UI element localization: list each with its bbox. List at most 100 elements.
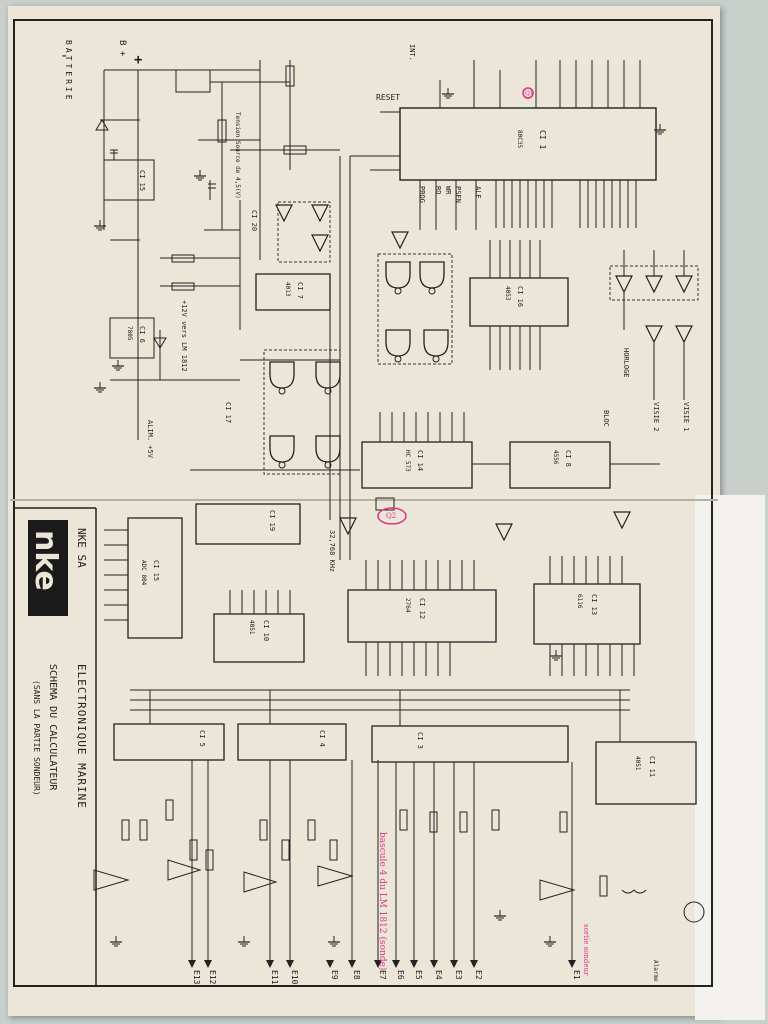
ci10-bus bbox=[229, 590, 291, 614]
svg-text:E2: E2 bbox=[474, 970, 483, 980]
svg-text:CI 16: CI 16 bbox=[516, 286, 524, 307]
ci6-part: 7805 bbox=[126, 326, 133, 341]
buffer-gate bbox=[391, 231, 409, 249]
ground-symbol bbox=[93, 381, 107, 393]
ground-symbol bbox=[193, 169, 207, 181]
svg-text:CI 13: CI 13 bbox=[590, 594, 598, 615]
ci6-label: CI 6 bbox=[138, 326, 146, 343]
svg-text:CI 17: CI 17 bbox=[224, 402, 232, 423]
ground-symbol bbox=[237, 935, 251, 947]
dashed-group bbox=[277, 201, 331, 263]
ground-symbol bbox=[441, 87, 455, 99]
svg-text:E6: E6 bbox=[396, 970, 405, 980]
visie1-label: VISIE 1 bbox=[682, 402, 690, 432]
schematic-title: SCHEMA DU CALCULATEUR bbox=[47, 664, 58, 791]
underlying-sheet bbox=[695, 495, 765, 1020]
svg-text:4013: 4013 bbox=[284, 282, 291, 297]
svg-text:E12: E12 bbox=[208, 970, 217, 985]
pink-handwritten-note: bascule 4 du LM 1812 (sonde) bbox=[377, 832, 388, 970]
company-name: NKE SA bbox=[75, 528, 88, 568]
wr-label: WR bbox=[444, 186, 452, 195]
b-plus-label: B + bbox=[117, 40, 127, 57]
svg-text:CI 15: CI 15 bbox=[152, 560, 160, 581]
power-supply-section bbox=[95, 60, 340, 440]
svg-text:HC 573: HC 573 bbox=[404, 450, 411, 472]
alarme-label: Alarme bbox=[652, 960, 659, 982]
buffer-gate bbox=[495, 523, 513, 541]
svg-text:E9: E9 bbox=[330, 970, 339, 980]
ci15-power-label: CI 15 bbox=[138, 170, 146, 191]
svg-text:4053: 4053 bbox=[504, 286, 511, 301]
bloc-label: BLOC bbox=[602, 410, 610, 427]
svg-text:4556: 4556 bbox=[552, 450, 559, 465]
chip-ci16: CI 16 4053 bbox=[469, 277, 569, 327]
input-network bbox=[93, 760, 705, 960]
svg-text:4051: 4051 bbox=[248, 620, 255, 635]
schematic-subtitle: (SANS LA PARTIE SONDEUR) bbox=[32, 680, 41, 796]
svg-text:E4: E4 bbox=[434, 970, 443, 980]
buffer-gate bbox=[339, 517, 357, 535]
mux-bus bbox=[130, 689, 630, 742]
ground-symbol bbox=[549, 649, 563, 661]
chip-ci13: CI 13 6116 bbox=[533, 583, 641, 645]
input-labels: E13 E12 E11 E10 E9 E8 E7 E6 E5 E4 E3 E2 … bbox=[192, 970, 581, 985]
svg-text:CI 14: CI 14 bbox=[416, 450, 424, 471]
ci14-bus bbox=[379, 412, 465, 442]
ci12-bus bbox=[365, 560, 475, 676]
svg-text:CI 5: CI 5 bbox=[198, 730, 206, 747]
chip-ci5: CI 5 bbox=[113, 723, 225, 761]
alim-label: ALIM. +5V bbox=[146, 420, 154, 459]
visie-buffers bbox=[609, 250, 699, 400]
horloge-label: HORLOGE bbox=[622, 348, 630, 378]
svg-text:6116: 6116 bbox=[576, 594, 583, 609]
ground-symbol bbox=[111, 359, 125, 371]
svg-text:CI 10: CI 10 bbox=[262, 620, 270, 641]
buffer-gate bbox=[613, 511, 631, 529]
svg-text:CI 12: CI 12 bbox=[418, 598, 426, 619]
chip-ci3: CI 3 bbox=[371, 725, 569, 763]
rd-label: RD bbox=[434, 186, 442, 194]
svg-text:E13: E13 bbox=[192, 970, 201, 985]
svg-text:CI 4: CI 4 bbox=[318, 730, 326, 747]
reset-label: RESET bbox=[376, 93, 400, 102]
buffer-gate bbox=[311, 234, 329, 252]
batterie-label: BATTERIE bbox=[64, 40, 73, 103]
bus-lines bbox=[489, 240, 541, 370]
chip-ci15: CI 15 ADC 804 bbox=[127, 517, 183, 639]
chip-ci10: CI 10 4051 bbox=[213, 613, 305, 663]
ci13-bus bbox=[549, 556, 635, 676]
svg-text:CI 3: CI 3 bbox=[416, 732, 424, 749]
svg-text:4051: 4051 bbox=[634, 756, 641, 771]
outer-frame bbox=[13, 19, 713, 987]
chip-ci4: CI 4 bbox=[237, 723, 347, 761]
khz-label: 32,768 KHz bbox=[328, 530, 336, 572]
svg-text:CI 1: CI 1 bbox=[538, 130, 547, 149]
svg-text:CI 11: CI 11 bbox=[648, 756, 656, 777]
svg-text:E5: E5 bbox=[414, 970, 423, 980]
psen-label: PSEN bbox=[454, 186, 462, 203]
svg-text:80C35: 80C35 bbox=[516, 130, 523, 148]
svg-text:nke: nke bbox=[28, 530, 63, 591]
division-name: ELECTRONIQUE MARINE bbox=[75, 664, 88, 809]
svg-text:+: + bbox=[134, 52, 142, 68]
ale-label: ALE bbox=[474, 186, 482, 199]
buffer-gate bbox=[311, 204, 329, 222]
b-minus-label: - bbox=[60, 48, 68, 64]
ground-symbol bbox=[493, 909, 507, 921]
svg-text:2764: 2764 bbox=[404, 598, 411, 613]
q2-highlight bbox=[377, 507, 407, 525]
vers-lm-label: +12V vers LM 1812 bbox=[180, 300, 188, 372]
visie2-label: VISIE 2 bbox=[652, 402, 660, 432]
svg-text:E8: E8 bbox=[352, 970, 361, 980]
svg-text:E7: E7 bbox=[378, 970, 387, 980]
svg-text:E10: E10 bbox=[290, 970, 299, 985]
svg-text:E1: E1 bbox=[572, 970, 581, 980]
q1-note: Q1 bbox=[525, 90, 534, 97]
nand-gates-ci17 bbox=[263, 349, 341, 475]
main-bus-wires bbox=[190, 156, 660, 560]
chip-ci12: CI 12 2764 bbox=[347, 589, 497, 643]
q1-highlight bbox=[522, 87, 534, 99]
schematic-sheet bbox=[8, 6, 720, 1016]
ground-symbol bbox=[543, 935, 557, 947]
